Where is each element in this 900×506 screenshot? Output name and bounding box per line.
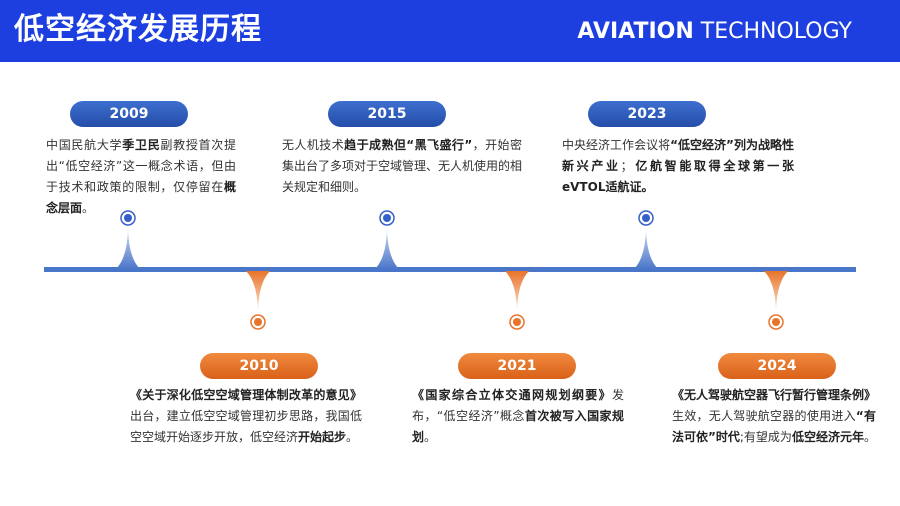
bold-text: 低空经济元年 (791, 430, 864, 444)
bold-text: “低空经济”列为战略性新兴产业 (562, 138, 794, 173)
timeline-axis (44, 267, 856, 272)
header-bar: 低空经济发展历程 AVIATION TECHNOLOGY (0, 0, 900, 62)
text: 发布，“低空经济”概念 (412, 388, 624, 423)
bold-text: 趋于成熟但“黑飞盛行” (344, 138, 473, 152)
event-description-2010: 《关于深化低空空域管理体制改革的意见》出台，建立低空空域管理初步思路，我国低空空… (130, 385, 362, 448)
text: 中央经济工作会议将 (562, 138, 671, 152)
text: ，开始密集出台了多项对于空域管理、无人机使用的相关规定和细则。 (282, 138, 523, 194)
brand-light-text: TECHNOLOGY (693, 19, 852, 44)
year-pill-2023: 2023 (588, 101, 706, 127)
year-pill-2015: 2015 (328, 101, 446, 127)
year-pill-2024: 2024 (718, 353, 836, 379)
text: 生效，无人驾驶航空器的使用进入 (672, 409, 856, 423)
spike-marker-2021 (505, 271, 529, 330)
text: ； (620, 159, 633, 173)
spike-marker-2023 (634, 210, 658, 269)
text: 无人机技术 (282, 138, 345, 152)
text: 。 (424, 430, 437, 444)
text: 中国民航大学 (46, 138, 123, 152)
bold-text: 亿航智能取得全球第一张eVTOL适航证。 (562, 159, 794, 194)
bold-text: 《关于深化低空空域管理体制改革的意见》 (130, 388, 362, 402)
text: 。 (82, 201, 95, 215)
text: 。 (863, 430, 876, 444)
year-pill-2010: 2010 (200, 353, 318, 379)
page-title: 低空经济发展历程 (14, 12, 262, 47)
bold-text: 首次被写入国家规划 (412, 409, 624, 444)
spike-marker-2010 (246, 271, 270, 330)
brand-wordmark: AVIATION TECHNOLOGY (577, 18, 852, 46)
brand-bold-text: AVIATION (577, 19, 694, 44)
spike-marker-2015 (375, 210, 399, 269)
spike-marker-2024 (764, 271, 788, 330)
text: 副教授首次提出“低空经济”这一概念术语，但由于技术和政策的限制，仅停留在 (46, 138, 236, 194)
text: ;有望成为 (739, 430, 792, 444)
bold-text: 概念层面 (46, 180, 236, 215)
bold-text: 开始起步 (298, 430, 347, 444)
event-description-2021: 《国家综合立体交通网规划纲要》发布，“低空经济”概念首次被写入国家规划。 (412, 385, 624, 448)
bold-text: “有法可依”时代 (672, 409, 876, 444)
event-description-2009: 中国民航大学季卫民副教授首次提出“低空经济”这一概念术语，但由于技术和政策的限制… (46, 135, 236, 219)
event-description-2024: 《无人驾驶航空器飞行暂行管理条例》生效，无人驾驶航空器的使用进入“有法可依”时代… (672, 385, 876, 448)
bold-text: 季卫民 (122, 138, 161, 152)
event-description-2023: 中央经济工作会议将“低空经济”列为战略性新兴产业；亿航智能取得全球第一张eVTO… (562, 135, 794, 198)
year-pill-2009: 2009 (70, 101, 188, 127)
text: 。 (346, 430, 359, 444)
year-pill-2021: 2021 (458, 353, 576, 379)
bold-text: 《国家综合立体交通网规划纲要》 (412, 388, 612, 402)
text: 出台，建立低空空域管理初步思路，我国低空空域开始逐步开放，低空经济 (130, 409, 362, 444)
event-description-2015: 无人机技术趋于成熟但“黑飞盛行”，开始密集出台了多项对于空域管理、无人机使用的相… (282, 135, 522, 198)
spike-marker-2009 (116, 210, 140, 269)
bold-text: 《无人驾驶航空器飞行暂行管理条例》 (672, 388, 877, 402)
